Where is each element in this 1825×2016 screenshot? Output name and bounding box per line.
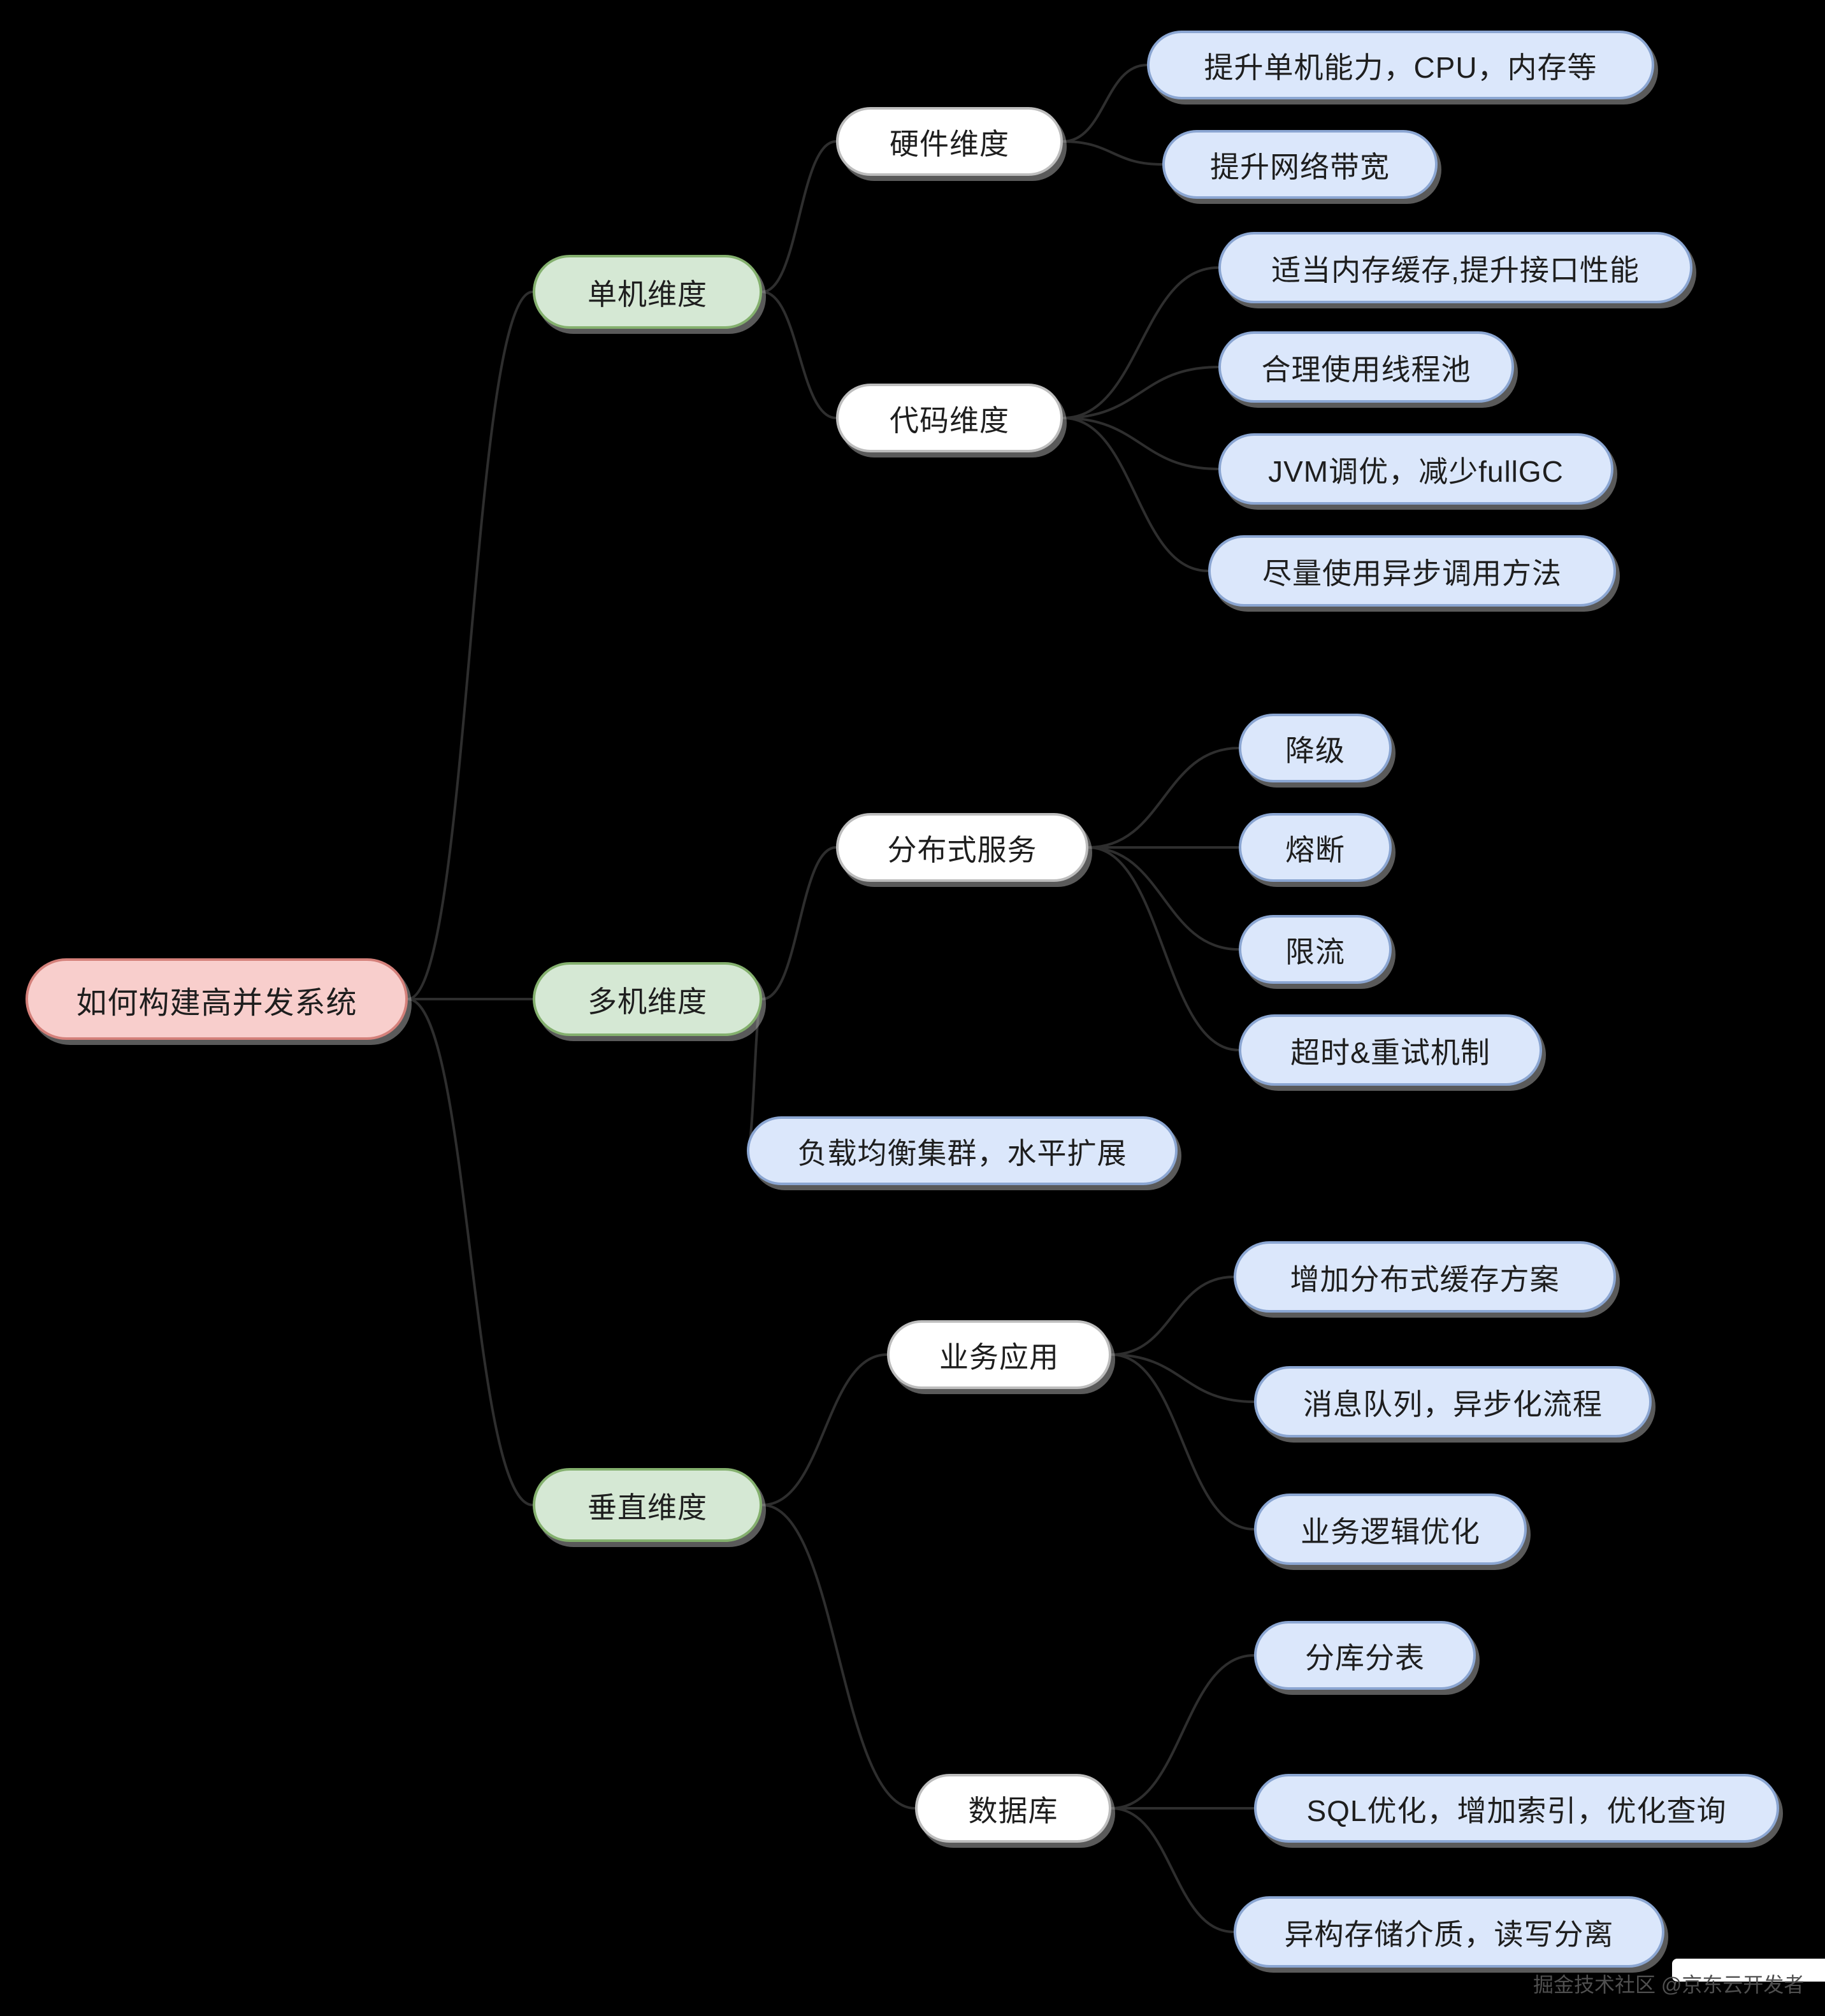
node-xiaoxi: 消息队列，异步化流程 <box>1254 1366 1652 1437</box>
edge-root-danji <box>407 291 533 1000</box>
node-daima: 代码维度 <box>836 384 1063 452</box>
node-luoji: 业务逻辑优化 <box>1254 1494 1527 1565</box>
edge-shujuku-yigou <box>1111 1807 1234 1933</box>
node-xianliu: 限流 <box>1239 915 1392 984</box>
edge-fenbushi-chaoshi <box>1088 846 1239 1051</box>
node-danjinengli: 提升单机能力，CPU，内存等 <box>1147 31 1654 99</box>
node-huancun: 适当内存缓存,提升接口性能 <box>1218 232 1692 303</box>
node-duoji: 多机维度 <box>533 962 762 1036</box>
edge-yewu-fbhuancun <box>1111 1276 1234 1356</box>
edge-fenbushi-jiangji <box>1088 747 1239 849</box>
edge-danji-yingjian <box>761 140 837 293</box>
node-danji: 单机维度 <box>533 255 762 329</box>
node-xiancheng: 合理使用线程池 <box>1218 331 1514 403</box>
edge-fenbushi-xianliu <box>1088 846 1239 951</box>
node-sql: SQL优化，增加索引，优化查询 <box>1254 1774 1779 1843</box>
node-fenbushi: 分布式服务 <box>836 813 1088 882</box>
node-jvm: JVM调优，减少fullGC <box>1218 433 1613 505</box>
edge-daima-jvm <box>1062 417 1219 470</box>
node-chaoshi: 超时&重试机制 <box>1239 1014 1542 1086</box>
node-yingjian: 硬件维度 <box>836 107 1063 176</box>
edge-yingjian-wangluo <box>1062 140 1163 166</box>
edge-chuizhi-yewu <box>761 1353 888 1506</box>
white-strip <box>1672 1959 1825 1982</box>
edge-yewu-xiaoxi <box>1111 1353 1255 1403</box>
node-yewu: 业务应用 <box>887 1320 1111 1389</box>
node-shujuku: 数据库 <box>915 1774 1111 1843</box>
edge-duoji-fenbushi <box>761 846 837 1000</box>
node-root: 如何构建高并发系统 <box>25 958 408 1040</box>
edge-daima-huancun <box>1062 266 1219 419</box>
node-fenku: 分库分表 <box>1254 1621 1476 1690</box>
edge-chuizhi-shujuku <box>761 1504 916 1810</box>
edge-daima-yibu <box>1062 417 1209 572</box>
node-fbhuancun: 增加分布式缓存方案 <box>1234 1241 1616 1313</box>
node-fuzai: 负载均衡集群，水平扩展 <box>747 1116 1178 1185</box>
node-jiangji: 降级 <box>1239 714 1392 782</box>
edge-root-chuizhi <box>407 998 533 1506</box>
edge-daima-xiancheng <box>1062 366 1219 419</box>
edge-danji-daima <box>761 291 837 419</box>
node-chuizhi: 垂直维度 <box>533 1468 762 1542</box>
node-wangluo: 提升网络带宽 <box>1162 130 1438 199</box>
node-yibu: 尽量使用异步调用方法 <box>1208 535 1616 607</box>
edge-shujuku-fenku <box>1111 1654 1255 1810</box>
edge-yingjian-danjinengli <box>1062 64 1148 143</box>
edge-yewu-luoji <box>1111 1353 1255 1530</box>
watermark-text: 掘金技术社区 @京东云开发者 <box>1533 1975 1805 1997</box>
node-rongduan: 熔断 <box>1239 813 1392 882</box>
node-yigou: 异构存储介质，读写分离 <box>1234 1896 1664 1968</box>
